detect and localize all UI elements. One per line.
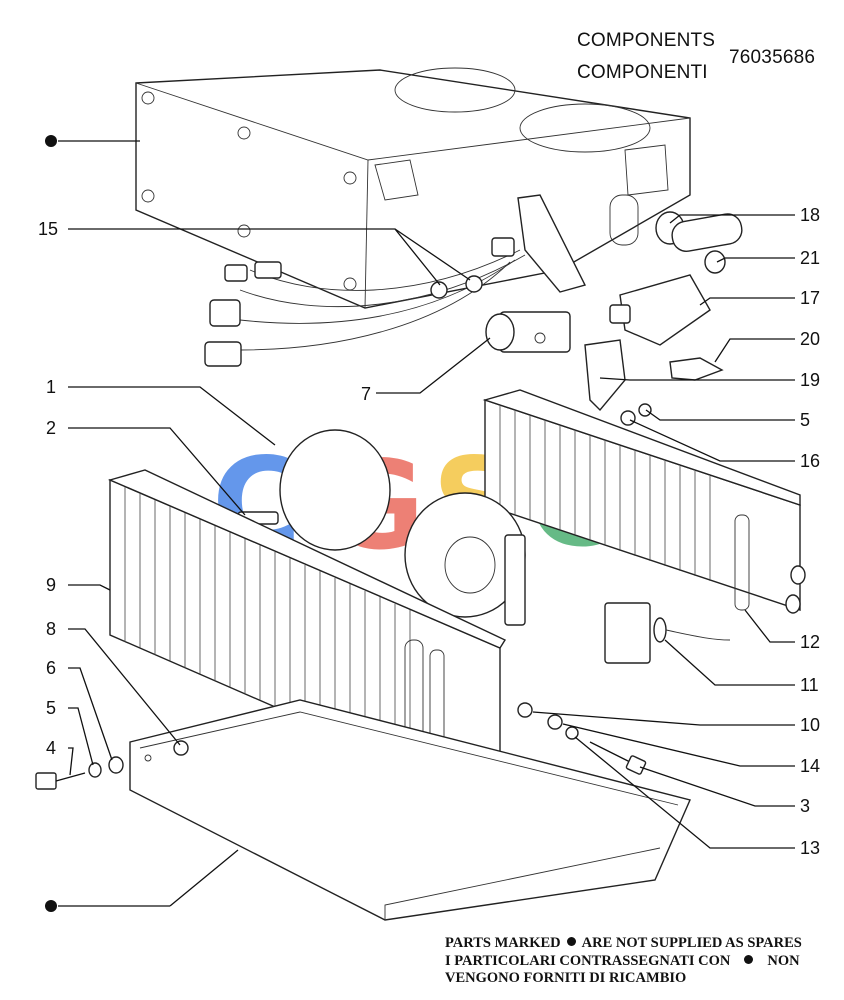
callout-3: 3 [800, 796, 810, 816]
callout-7: 7 [361, 384, 371, 404]
callout-20: 20 [800, 329, 820, 349]
callout-5-left: 5 [46, 698, 56, 718]
footer-note: PARTS MARKED ARE NOT SUPPLIED AS SPARES I… [445, 935, 840, 988]
header-title-it: COMPONENTI [577, 62, 708, 83]
callout-6: 6 [46, 658, 56, 678]
footer-line-1-end: ARE NOT SUPPLIED AS SPARES [581, 935, 802, 951]
bullet-icon [744, 954, 754, 964]
callout-18: 18 [800, 205, 820, 225]
footer-line-3: VENGONO FORNITI DI RICAMBIO [445, 970, 687, 986]
callout-5-right: 5 [800, 410, 810, 430]
leader-lines [58, 140, 795, 907]
callout-10: 10 [800, 715, 820, 735]
footer-line-2-end: NON [767, 952, 800, 969]
right-evaporator-core [482, 389, 806, 614]
upper-housing [135, 67, 691, 309]
header-title-en: COMPONENTS [577, 30, 716, 51]
not-supplied-marker-bottom [45, 900, 57, 912]
fasteners [35, 602, 731, 790]
callout-15: 15 [38, 219, 58, 239]
callout-19: 19 [800, 370, 820, 390]
callout-8: 8 [46, 619, 56, 639]
bullet-icon [566, 937, 576, 946]
callout-16: 16 [800, 451, 820, 471]
callout-11: 11 [800, 675, 819, 695]
callout-2: 2 [46, 418, 56, 438]
callout-17: 17 [800, 288, 820, 308]
footer-line-1-start: PARTS MARKED [445, 935, 561, 951]
callout-9: 9 [46, 575, 56, 595]
callout-numbers: 15 1 2 7 9 8 6 5 4 18 21 17 20 19 5 16 1… [38, 205, 820, 858]
callout-1: 1 [46, 377, 56, 397]
part-code: 76035686 [729, 47, 816, 68]
callout-13: 13 [800, 838, 820, 858]
blower-assembly [237, 429, 526, 626]
callout-4: 4 [46, 738, 56, 758]
footer-line-1: PARTS MARKED ARE NOT SUPPLIED AS SPARES [445, 935, 840, 953]
bottom-tray [129, 699, 691, 921]
footer-line-2: I PARTICOLARI CONTRASSEGNATI CON NON [445, 953, 840, 971]
wiring-harness [204, 237, 526, 367]
callout-14: 14 [800, 756, 820, 776]
left-evaporator-core [107, 469, 507, 807]
footer-line-2-start: I PARTICOLARI CONTRASSEGNATI CON [445, 952, 731, 969]
not-supplied-marker-top [45, 135, 57, 147]
expansion-valve [430, 194, 587, 353]
callout-12: 12 [800, 632, 820, 652]
callout-21: 21 [800, 248, 820, 268]
pressure-switch-assembly [584, 211, 743, 426]
